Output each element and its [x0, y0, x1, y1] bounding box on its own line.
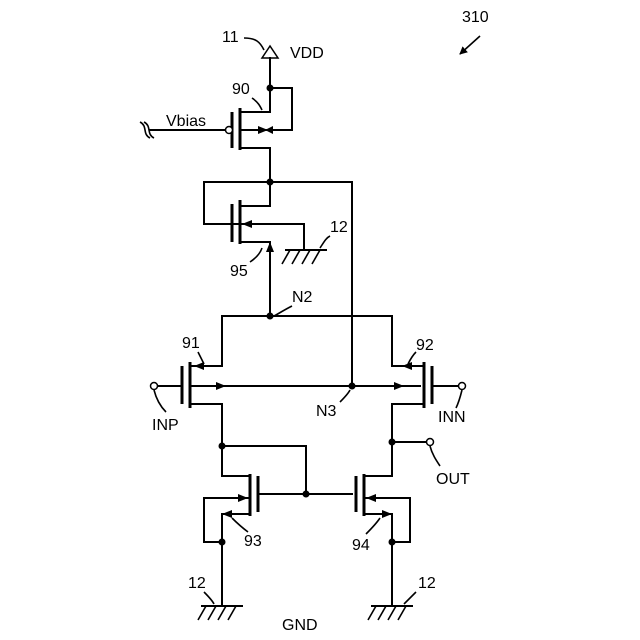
transistor-95-label: 95: [230, 263, 248, 280]
transistor-90-label: 90: [232, 81, 250, 98]
vdd-terminal-icon: [262, 46, 278, 58]
ground-right: 12: [368, 575, 436, 620]
vdd-ref-label: 11: [222, 29, 239, 46]
ground-top-label: 12: [330, 219, 348, 236]
node-n3: N3: [192, 382, 420, 420]
ground-left-label: 12: [188, 575, 206, 592]
figure-ref-310: 310: [460, 9, 489, 54]
transistor-91: 91 INP: [151, 335, 223, 446]
n2-label: N2: [292, 289, 313, 306]
transistor-93-label: 93: [244, 533, 262, 550]
inp-label: INP: [152, 417, 179, 434]
figure-label: 310: [462, 9, 489, 26]
n3-label: N3: [316, 403, 337, 420]
out-label: OUT: [436, 471, 470, 488]
gnd-label: GND: [282, 617, 318, 634]
ground-right-label: 12: [418, 575, 436, 592]
vbias-label: Vbias: [166, 113, 206, 130]
transistor-90: Vbias 90: [140, 81, 292, 182]
transistor-95: 95: [204, 179, 352, 317]
transistor-94-label: 94: [352, 537, 370, 554]
ground-left: 12: [188, 575, 242, 620]
transistor-92: 92 INN: [392, 337, 466, 442]
inn-label: INN: [438, 409, 466, 426]
transistor-91-label: 91: [182, 335, 200, 352]
node-n2: N2: [222, 289, 392, 366]
vdd-label: VDD: [290, 45, 324, 62]
transistor-92-label: 92: [416, 337, 434, 354]
ground-top: 12: [282, 219, 348, 264]
vdd-supply: VDD 11: [222, 29, 324, 88]
